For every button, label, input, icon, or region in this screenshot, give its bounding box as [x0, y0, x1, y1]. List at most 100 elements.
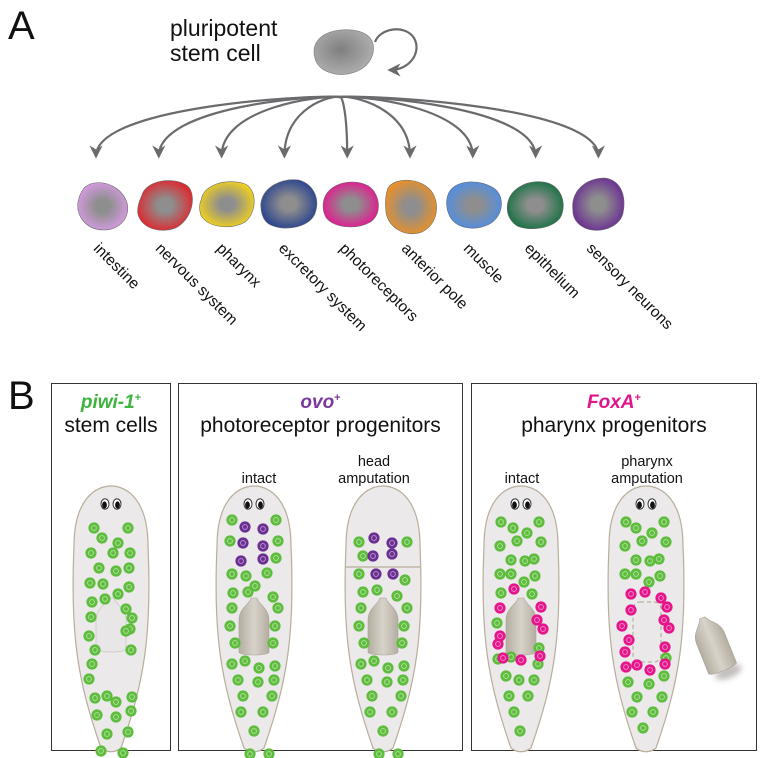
- differentiation-arrows: [89, 95, 605, 159]
- gene-name-ovo: ovo+: [300, 392, 341, 413]
- stem-cell-dot: [643, 576, 655, 588]
- stem-cell-dot: [361, 674, 373, 686]
- stem-cell-dot: [89, 692, 101, 704]
- stem-cell-dot: [272, 535, 284, 547]
- missing-pharynx-outline: [632, 601, 662, 663]
- stem-cell-dot: [227, 587, 239, 599]
- box-title: piwi-1+ stem cells: [52, 392, 170, 438]
- foxa-progenitor-dot: [639, 586, 651, 598]
- stem-cell-dot: [637, 722, 649, 734]
- stem-cell-dot: [622, 676, 634, 688]
- foxa-progenitor-dot: [619, 646, 631, 658]
- stem-cell-dot: [507, 522, 519, 534]
- stem-cell-dot: [244, 748, 256, 758]
- stem-cell-dot: [239, 655, 251, 667]
- stem-cell-dot: [619, 568, 631, 580]
- stem-cell-dot: [96, 532, 108, 544]
- stem-cell-dot: [355, 658, 367, 670]
- stem-cell-dot: [395, 690, 407, 702]
- stem-cell-dot: [658, 670, 670, 682]
- stem-cell-dot: [508, 706, 520, 718]
- eye-icon: [100, 498, 110, 510]
- stem-cell-dot: [526, 588, 538, 600]
- stem-cell-dot: [124, 547, 136, 559]
- stem-cell-dot: [240, 570, 252, 582]
- stem-cell-dot: [644, 555, 656, 567]
- self-renewal-arrow: [373, 28, 418, 77]
- stem-cell-dot: [122, 522, 134, 534]
- foxa-progenitor-dot: [534, 650, 546, 662]
- stem-cell-dot: [110, 711, 122, 723]
- foxa-progenitor-dot: [494, 602, 506, 614]
- stem-cell-dot: [125, 705, 137, 717]
- stem-cell-dot: [398, 620, 410, 632]
- stem-cell-dot: [519, 555, 531, 567]
- condition-intact: intact: [241, 471, 277, 487]
- stem-cell-dot: [631, 691, 643, 703]
- stem-cell-dot: [123, 562, 135, 574]
- pharynx: [238, 597, 270, 656]
- stem-cell-dot: [494, 568, 506, 580]
- foxa-progenitor-dot: [659, 658, 671, 670]
- pharynx: [367, 597, 399, 656]
- stem-cell-dot: [120, 603, 132, 615]
- pharynx: [505, 597, 537, 656]
- stem-cell-dot: [112, 588, 124, 600]
- stem-cell-dot: [399, 574, 411, 586]
- stem-cell-dot: [653, 553, 665, 565]
- stem-cell-dot: [83, 673, 95, 685]
- stem-cell-dot: [368, 655, 380, 667]
- stem-cell-dot: [357, 550, 369, 562]
- stem-cell-dot: [401, 536, 413, 548]
- stem-cell-dot: [226, 514, 238, 526]
- stem-cell-dot: [112, 537, 124, 549]
- stem-cell-dot: [646, 527, 658, 539]
- cell-muscle: [446, 181, 502, 229]
- stem-cell-label: pluripotent stem cell: [170, 16, 277, 66]
- stem-cell-dot: [660, 536, 672, 548]
- stem-cell-dot: [371, 584, 383, 596]
- stem-cell-dot: [647, 706, 659, 718]
- stem-cell-dot: [518, 576, 530, 588]
- stem-cell-dot: [357, 586, 369, 598]
- stem-cell-dot: [99, 593, 111, 605]
- stem-cell-dot: [353, 536, 365, 548]
- pluripotent-stem-cell: [313, 29, 374, 75]
- ovo-progenitor-dot: [386, 537, 398, 549]
- stem-cell-dot: [85, 547, 97, 559]
- stem-cell-dot: [95, 745, 107, 757]
- stem-cell-dot: [270, 514, 282, 526]
- stem-cell-dot: [270, 552, 282, 564]
- foxa-progenitor-dot: [508, 583, 520, 595]
- foxa-progenitor-dot: [623, 634, 635, 646]
- ovo-progenitor-dot: [257, 540, 269, 552]
- stem-cell-dot: [117, 747, 129, 758]
- stem-cell-dot: [248, 725, 260, 737]
- foxa-progenitor-dot: [515, 654, 527, 666]
- stem-cell-dot: [654, 570, 666, 582]
- stem-cell-dot: [353, 568, 365, 580]
- ovo-progenitor-dot: [387, 568, 399, 580]
- ovo-progenitor-dot: [257, 553, 269, 565]
- panel-letter-b: B: [8, 374, 35, 418]
- panel-letter-a: A: [8, 4, 35, 48]
- stem-cell-dot: [381, 676, 393, 688]
- foxa-progenitor-dot: [492, 638, 504, 650]
- eye-icon: [635, 498, 645, 510]
- eye-icon: [243, 498, 253, 510]
- foxa-progenitor-dot: [531, 614, 543, 626]
- foxa-progenitor-dot: [535, 601, 547, 613]
- stem-cell-dot: [107, 547, 119, 559]
- stem-cell-dot: [392, 748, 404, 758]
- differentiation-arrow: [339, 95, 605, 159]
- stem-cell-dot: [266, 690, 278, 702]
- stem-cell-dot: [110, 696, 122, 708]
- box-subtitle: pharynx progenitors: [521, 414, 707, 437]
- stem-cell-dot: [224, 535, 236, 547]
- foxa-progenitor-dot: [625, 588, 637, 600]
- stem-cell-dot: [500, 670, 512, 682]
- stem-cell-dot: [101, 728, 113, 740]
- stem-cell-dot: [535, 536, 547, 548]
- foxa-progenitor-dot: [537, 623, 549, 635]
- stem-cell-dot: [355, 602, 367, 614]
